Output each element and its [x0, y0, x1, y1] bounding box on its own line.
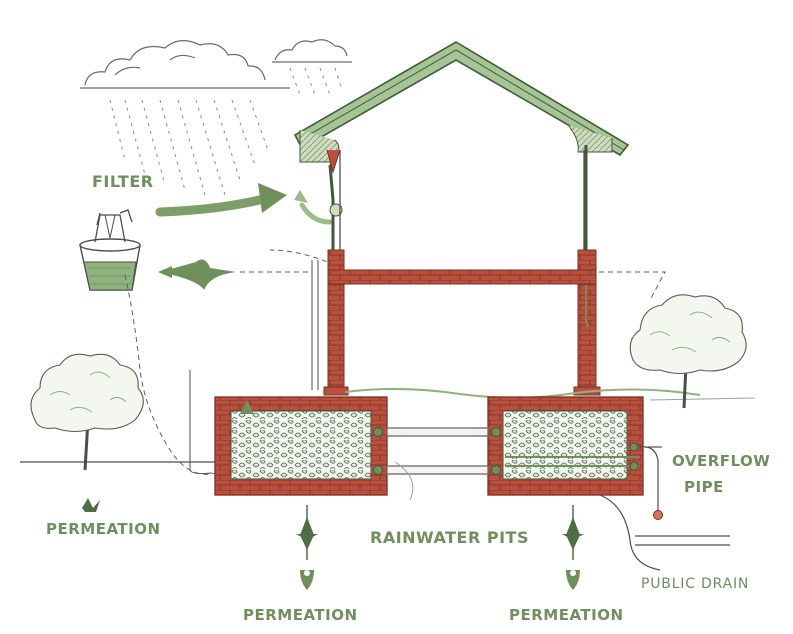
permeation-center-label: PERMEATION [243, 606, 358, 624]
gutter-icon [326, 149, 341, 174]
brick-structure [323, 249, 601, 396]
pipe-joint [329, 203, 343, 217]
public-drain-label: PUBLIC DRAIN [641, 576, 750, 592]
filter-bucket-icon [79, 209, 141, 291]
small-arrow [299, 202, 333, 225]
connecting-pipes [386, 427, 640, 475]
permeation-small-icon [82, 498, 100, 512]
tree-icon [629, 294, 747, 409]
curve-line [394, 461, 414, 501]
filter-arrowhead [258, 183, 287, 213]
overflow-pipe [639, 446, 662, 512]
pipe-joints [373, 427, 639, 475]
permeation-arrow-icon [562, 505, 584, 590]
overflow-pipe-label-line2: PIPE [684, 478, 724, 496]
overflow-outlet [653, 510, 663, 520]
rain-icon [109, 67, 343, 196]
ground-line [649, 397, 756, 401]
flow-arrow-icon [160, 259, 236, 290]
permeation-left-label: PERMEATION [46, 520, 161, 538]
permeation-right-label: PERMEATION [509, 606, 624, 624]
house-roof [293, 41, 630, 166]
inlet-pipe [189, 370, 213, 475]
rainwater-pits-label: RAINWATER PITS [370, 528, 529, 547]
pipe-segment [585, 285, 589, 327]
small-cloud-icon [272, 39, 352, 63]
public-drain [599, 494, 730, 571]
cloud-icon [80, 40, 290, 89]
permeation-arrow-icon [296, 505, 318, 590]
tree-icon [30, 353, 144, 471]
filter-label: FILTER [92, 172, 154, 191]
rainwater-pit-left [214, 396, 388, 496]
dashed-flow-lines [124, 249, 666, 475]
small-arrowhead [294, 190, 308, 203]
rainwater-pit-right [487, 396, 644, 496]
filter-arrow [155, 193, 273, 217]
overflow-pipe-label-line1: OVERFLOW [672, 452, 771, 470]
